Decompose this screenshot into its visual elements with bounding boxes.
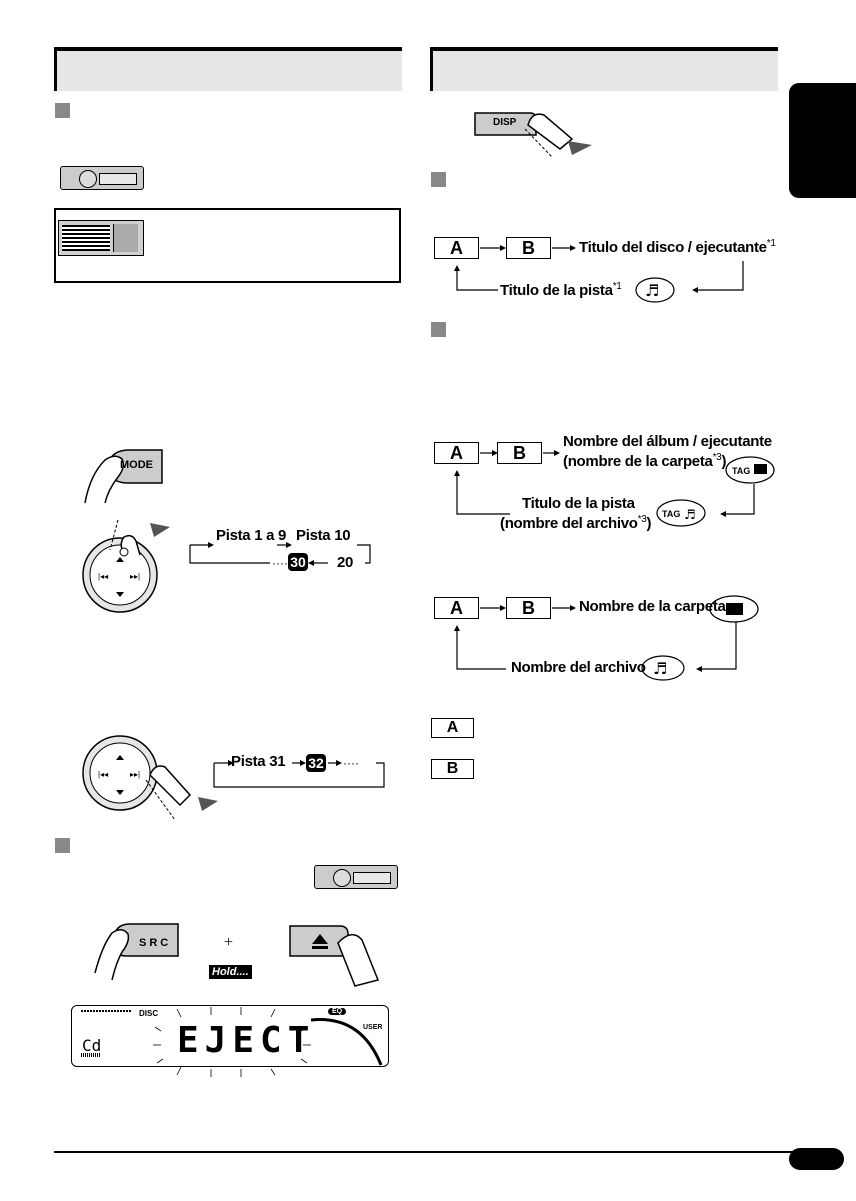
track-label-31: Pista 31 <box>231 753 286 770</box>
track-label-20: 20 <box>337 554 354 571</box>
legend-box-b: B <box>431 759 474 779</box>
svg-text:|◂◂: |◂◂ <box>98 572 108 581</box>
track-label-10: Pista 10 <box>296 527 351 544</box>
src-eject-illustration <box>94 923 380 987</box>
plus-sign: + <box>224 934 234 951</box>
tag-file-name: (nombre del archivo*3) <box>500 514 652 532</box>
tag-folder-note: *3 <box>712 452 722 463</box>
step-marker-4 <box>431 322 446 337</box>
control-dial-1: |◂◂ ▸▸| ···· <box>82 519 371 613</box>
file-diagram-arrows: ♬ <box>454 595 759 681</box>
svg-text:|◂◂: |◂◂ <box>98 770 108 779</box>
disc-slot-icon <box>60 166 144 190</box>
disp-button-illustration <box>474 112 592 158</box>
step-marker-1 <box>55 103 70 118</box>
svg-text:TAG: TAG <box>732 466 750 476</box>
language-tab <box>789 83 856 198</box>
file-folder: Nombre de la carpeta <box>579 598 726 615</box>
tag-diagram-arrows: TAG TAG ♬ <box>454 450 775 527</box>
track-label-1-9: Pista 1 a 9 <box>216 527 287 544</box>
step-marker-3 <box>431 172 446 187</box>
footer-rule <box>54 1151 796 1153</box>
cd-title-note: *1 <box>766 238 776 249</box>
faceplate-icon <box>58 220 144 256</box>
tag-track-title: Titulo de la pista <box>522 495 635 512</box>
disc-slot-icon-2 <box>314 865 398 889</box>
cd-box-b: B <box>506 237 551 259</box>
svg-text:▸▸|: ▸▸| <box>130 572 140 581</box>
src-button-label: SRC <box>139 937 172 949</box>
tag-box-a: A <box>434 442 479 464</box>
svg-text:♬: ♬ <box>684 508 696 523</box>
tag-file-note: *3 <box>637 514 647 525</box>
right-section-header <box>430 47 778 91</box>
display-cd-label: Cd <box>82 1036 102 1055</box>
file-name: Nombre del archivo <box>511 659 646 676</box>
control-dial-2: |◂◂ ▸▸| ···· <box>82 735 385 821</box>
mode-button-label: MODE <box>120 459 153 471</box>
tag-album: Nombre del álbum / ejecutante <box>563 433 772 450</box>
mode-button-illustration <box>84 449 163 504</box>
display-eject-text: EJECT <box>177 1020 316 1061</box>
svg-text:▸▸|: ▸▸| <box>130 770 140 779</box>
cd-track-note: *1 <box>612 281 622 292</box>
display-eq-label: EQ <box>328 1008 347 1015</box>
track-badge-32: 32 <box>306 754 326 772</box>
svg-text:····: ···· <box>272 556 288 570</box>
disp-button-label: DISP <box>493 117 517 128</box>
display-user-label: USER <box>363 1024 383 1031</box>
lcd-sparkle-lines <box>81 1007 383 1077</box>
note-box <box>54 208 401 283</box>
svg-text:TAG: TAG <box>662 509 680 519</box>
file-box-b: B <box>506 597 551 619</box>
tag-folder-name: (nombre de la carpeta*3) <box>563 452 727 470</box>
page-number-badge <box>789 1148 844 1170</box>
cd-track-title: Titulo de la pista*1 <box>500 281 622 299</box>
svg-text:♬: ♬ <box>645 281 659 300</box>
left-section-header <box>54 47 402 91</box>
track-badge-30: 30 <box>288 553 308 571</box>
lcd-display: DISC EQ USER Cd EJECT <box>71 1005 389 1067</box>
step-marker-2 <box>55 838 70 853</box>
svg-text:····: ···· <box>343 756 359 770</box>
cd-box-a: A <box>434 237 479 259</box>
file-box-a: A <box>434 597 479 619</box>
cd-diagram-arrows: ♬ <box>454 245 744 303</box>
cd-title-disc: Titulo del disco / ejecutante*1 <box>579 238 776 256</box>
legend-box-a: A <box>431 718 474 738</box>
display-disc-label: DISC <box>139 1009 159 1018</box>
svg-text:♬: ♬ <box>653 659 667 678</box>
hold-badge: Hold.... <box>209 965 252 979</box>
